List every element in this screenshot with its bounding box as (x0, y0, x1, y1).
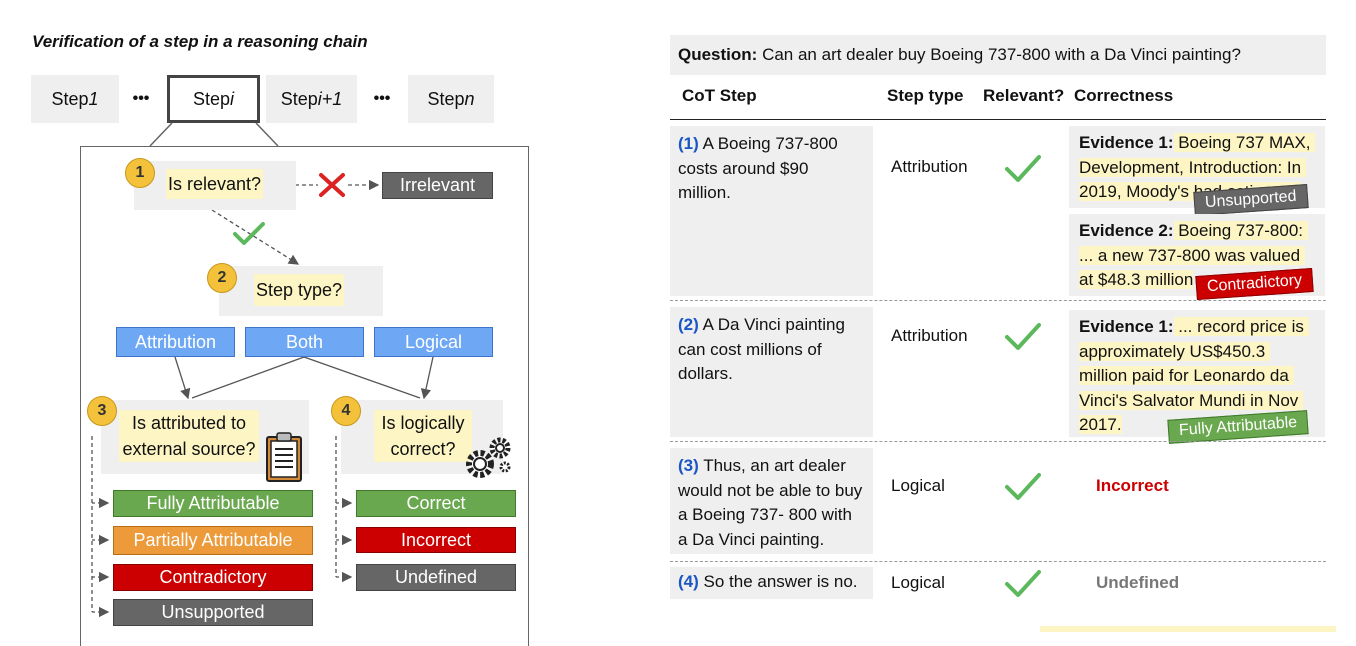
q4-line1: Is logically (381, 413, 465, 433)
step-index: 1 (88, 88, 99, 109)
q2-text: Step type? (254, 274, 345, 306)
diagram-title: Verification of a step in a reasoning ch… (32, 32, 368, 51)
row-1-step-type: Attribution (891, 157, 968, 176)
step-n-box: Step n (408, 75, 494, 123)
q4-line2: correct? (390, 439, 456, 459)
document-clipboard-icon (266, 432, 302, 482)
row-3-step-type: Logical (891, 476, 945, 495)
outcome-partially-attributable: Partially Attributable (113, 526, 313, 555)
q3-text: Is attributed to external source? (119, 410, 259, 462)
step-number: (4) (678, 572, 699, 591)
highlight-strip (1040, 626, 1336, 632)
gears-icon (466, 437, 511, 478)
type-both: Both (245, 327, 364, 357)
outcome-undefined: Undefined (356, 564, 516, 591)
header-relevant: Relevant? (983, 86, 1065, 105)
relevant-check-icon (1005, 570, 1041, 597)
step-number-badge: 4 (331, 396, 361, 426)
row-divider (670, 561, 1326, 562)
q3-line1: Is attributed to (131, 413, 247, 433)
table-row-1-step: (1) A Boeing 737-800 costs around $90 mi… (670, 126, 873, 296)
outcome-incorrect: Incorrect (356, 527, 516, 553)
relevant-check-icon (1005, 155, 1041, 182)
step-label: Step (51, 88, 89, 109)
relevant-check-icon (1005, 473, 1041, 500)
step-number-badge: 1 (125, 158, 155, 188)
step-index: i (230, 88, 235, 109)
question-text: Can an art dealer buy Boeing 737-800 wit… (757, 45, 1241, 64)
evidence-label: Evidence 1: (1079, 133, 1174, 152)
table-row-4-step: (4) So the answer is no. (670, 567, 873, 599)
step-number-badge: 3 (87, 396, 117, 426)
step-i-plus-1-box: Step i+1 (266, 75, 357, 123)
step-text: A Da Vinci painting can cost millions of… (678, 315, 850, 383)
row-3-result: Incorrect (1096, 476, 1169, 495)
header-rule (670, 119, 1326, 120)
step-text: So the answer is no. (698, 572, 858, 591)
cross-icon (319, 173, 345, 197)
outcome-contradictory: Contradictory (113, 564, 313, 591)
row-1-evidence-2: Evidence 2: Boeing 737-800: ... a new 73… (1069, 214, 1325, 296)
checkmark-icon (233, 222, 265, 245)
row-divider (670, 441, 1326, 442)
header-correctness: Correctness (1074, 86, 1174, 105)
table-row-2-step: (2) A Da Vinci painting can cost million… (670, 307, 873, 437)
header-cot-step: CoT Step (682, 86, 757, 105)
evidence-label: Evidence 1: (1079, 317, 1174, 336)
verification-panel (80, 146, 529, 646)
step-number: (1) (678, 134, 699, 153)
step-text: A Boeing 737-800 costs around $90 millio… (678, 134, 843, 202)
header-step-type: Step type (887, 86, 964, 105)
step-number: (2) (678, 315, 699, 334)
q4-text: Is logically correct? (374, 410, 472, 462)
outcome-fully-attributable: Fully Attributable (113, 490, 313, 517)
step-label: Step (192, 88, 231, 109)
step-1-box: Step 1 (31, 75, 119, 123)
relevant-check-icon (1005, 323, 1041, 350)
step-text: Thus, an art dealer would not be able to… (678, 456, 868, 549)
table-row-3-step: (3) Thus, an art dealer would not be abl… (670, 448, 873, 554)
step-index: n (464, 88, 475, 109)
q1-box: Is relevant? (134, 161, 296, 210)
q3-box: Is attributed to external source? (101, 400, 309, 474)
q3-line2: external source? (122, 439, 256, 459)
type-attribution: Attribution (116, 327, 235, 357)
row-2-step-type: Attribution (891, 326, 968, 345)
ellipsis-1: ••• (132, 90, 150, 107)
question-bar: Question: Can an art dealer buy Boeing 7… (670, 35, 1326, 75)
row-4-step-type: Logical (891, 573, 945, 592)
step-label: Step (280, 88, 318, 109)
evidence-label: Evidence 2: (1079, 221, 1174, 240)
question-label: Question: (678, 45, 758, 64)
q2-box: Step type? (219, 266, 383, 316)
irrelevant-label: Irrelevant (382, 172, 493, 199)
step-label: Step (427, 88, 465, 109)
step-i-box: Step i (167, 75, 260, 123)
outcome-correct: Correct (356, 490, 516, 517)
type-logical: Logical (374, 327, 493, 357)
row-4-result: Undefined (1096, 573, 1180, 592)
step-number: (3) (678, 456, 699, 475)
q1-text: Is relevant? (166, 169, 264, 199)
step-index: i+1 (317, 88, 343, 109)
diagram-connectors (91, 122, 434, 618)
ellipsis-2: ••• (373, 90, 391, 107)
row-divider (670, 300, 1326, 301)
step-number-badge: 2 (207, 263, 237, 293)
outcome-unsupported: Unsupported (113, 599, 313, 626)
row-2-evidence-1: Evidence 1: ... record price is approxim… (1069, 310, 1325, 437)
